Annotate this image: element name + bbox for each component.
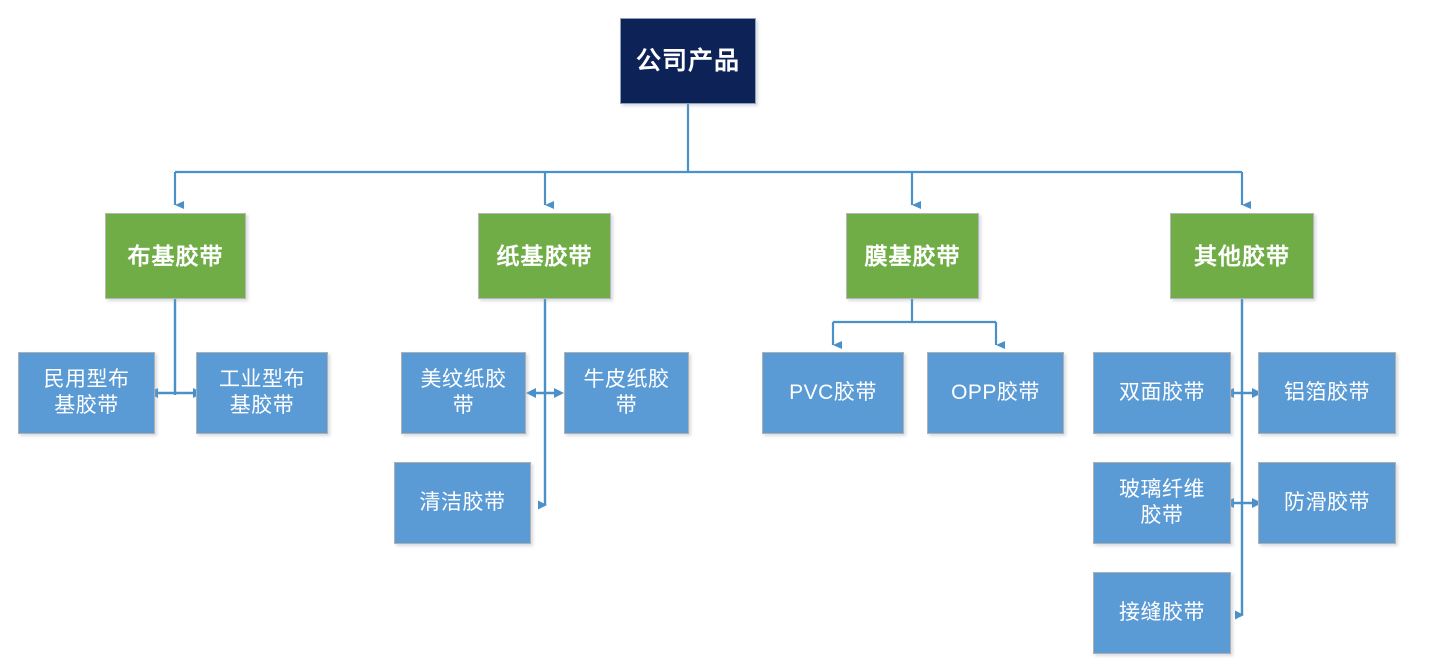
node-leaf-cloth-industrial[interactable]: 工业型布 基胶带 xyxy=(196,352,328,434)
connector-film-group xyxy=(831,299,1005,349)
node-leaf-other-seam[interactable]: 接缝胶带 xyxy=(1093,572,1231,654)
node-leaf-paper-cleaning[interactable]: 清洁胶带 xyxy=(394,462,531,544)
node-leaf-other-antislip[interactable]: 防滑胶带 xyxy=(1258,462,1396,544)
connector-other-group xyxy=(1224,299,1262,620)
node-leaf-other-double-sided[interactable]: 双面胶带 xyxy=(1093,352,1231,434)
node-category-paper[interactable]: 纸基胶带 xyxy=(478,213,611,299)
node-category-cloth[interactable]: 布基胶带 xyxy=(105,213,246,299)
node-leaf-other-fiberglass[interactable]: 玻璃纤维 胶带 xyxy=(1093,462,1231,544)
node-leaf-cloth-civil[interactable]: 民用型布 基胶带 xyxy=(18,352,155,434)
node-category-other[interactable]: 其他胶带 xyxy=(1170,213,1314,299)
node-category-film[interactable]: 膜基胶带 xyxy=(846,213,979,299)
connector-cloth-group xyxy=(148,299,203,398)
connector-paper-group xyxy=(526,299,564,510)
node-leaf-film-opp[interactable]: OPP胶带 xyxy=(927,352,1064,434)
node-leaf-other-aluminum-foil[interactable]: 铝箔胶带 xyxy=(1258,352,1396,434)
node-leaf-film-pvc[interactable]: PVC胶带 xyxy=(762,352,904,434)
node-leaf-paper-kraft[interactable]: 牛皮纸胶 带 xyxy=(564,352,689,434)
connector-root-to-bus xyxy=(173,104,1251,209)
node-root[interactable]: 公司产品 xyxy=(620,18,756,104)
node-leaf-paper-crepe[interactable]: 美纹纸胶 带 xyxy=(401,352,526,434)
